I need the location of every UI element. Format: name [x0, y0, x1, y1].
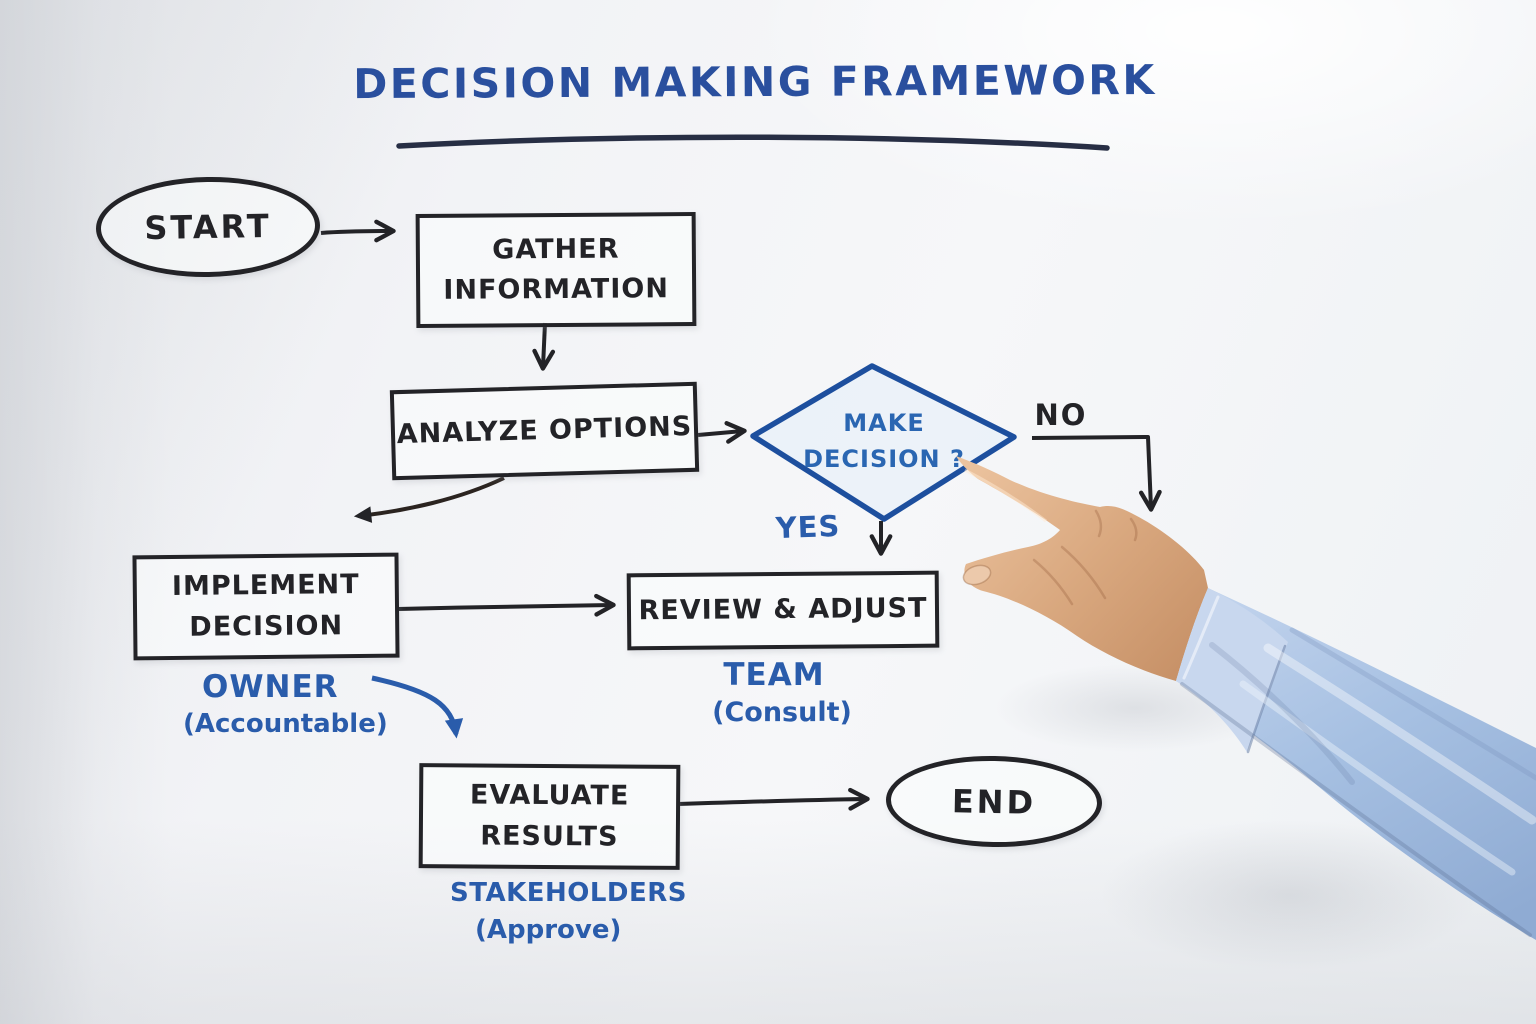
annotation-team-role: TEAM: [723, 657, 825, 693]
decision-diamond-shape: [750, 363, 1017, 522]
annotation-owner-raci: (Accountable): [183, 709, 388, 739]
annotation-stakeholders-raci: (Approve): [475, 915, 622, 945]
edge-implement-to-review: [397, 593, 616, 617]
node-make-decision-label: MAKE DECISION ?: [803, 409, 965, 473]
label-no: NO: [1034, 398, 1088, 432]
title-underline: [396, 134, 1110, 151]
edge-evaluate-to-end: [677, 787, 870, 811]
edge-start-to-gather: [320, 219, 396, 243]
edge-analyze-to-decision: [697, 421, 747, 444]
node-implement-decision: IMPLEMENT DECISION: [132, 552, 400, 661]
node-review-adjust: REVIEW & ADJUST: [626, 570, 940, 651]
label-yes: YES: [775, 508, 841, 546]
annotation-team-raci: (Consult): [712, 697, 852, 728]
annotation-stakeholders-role: STAKEHOLDERS: [450, 878, 687, 908]
node-analyze-options: ANALYZE OPTIONS: [389, 381, 700, 481]
edge-owner-to-evaluate: [371, 675, 464, 739]
edge-analyze-to-implement: [353, 476, 505, 523]
page-title: DECISION MAKING FRAMEWORK: [353, 55, 1157, 109]
node-evaluate-results: EVALUATE RESULTS: [418, 763, 681, 870]
node-gather-information: GATHER INFORMATION: [415, 212, 697, 328]
edge-gather-to-analyze: [532, 322, 556, 371]
annotation-owner-role: OWNER: [202, 669, 339, 705]
edge-decision-no: [1031, 435, 1162, 512]
